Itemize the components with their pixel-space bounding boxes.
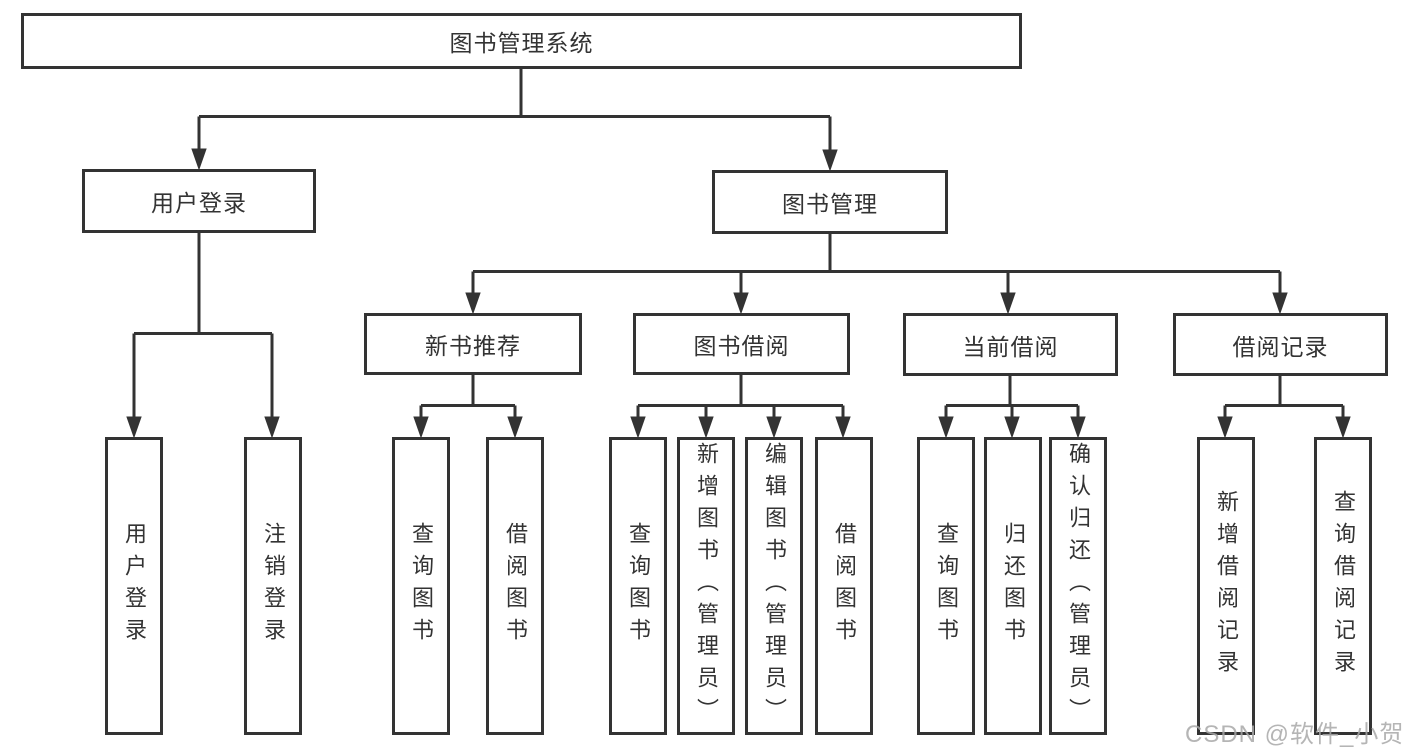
connector-user-login-children	[126, 233, 280, 439]
node-label: 归还图书	[1001, 522, 1026, 650]
connector-book-mgmt-children	[465, 234, 1288, 315]
connector-new-book-rec-children	[413, 375, 523, 439]
node-library-management-system: 图书管理系统	[21, 13, 1022, 69]
node-label: 图书管理	[782, 191, 878, 217]
leaf-return-books: 归还图书	[984, 437, 1042, 735]
node-label: 当前借阅	[962, 333, 1059, 360]
leaf-query-books-current: 查询图书	[917, 437, 975, 735]
node-label: 新书推荐	[425, 333, 521, 359]
node-label: 编辑图书（管理员）	[762, 442, 787, 730]
node-current-borrowing: 当前借阅	[903, 313, 1118, 376]
leaf-query-borrow-record: 查询借阅记录	[1314, 437, 1372, 735]
node-label: 确认归还（管理员）	[1066, 442, 1091, 730]
csdn-watermark: CSDN @软件_小贺同学	[1185, 721, 1405, 747]
leaf-add-books-admin: 新增图书（管理员）	[677, 437, 735, 735]
node-book-management: 图书管理	[712, 170, 948, 234]
connector-root-to-level2	[191, 69, 838, 172]
leaf-confirm-return-admin: 确认归还（管理员）	[1049, 437, 1107, 735]
node-label: 借阅记录	[1232, 333, 1329, 360]
node-label: 查询图书	[409, 522, 434, 650]
leaf-logout: 注销登录	[244, 437, 302, 735]
connector-borrow-records-children	[1217, 376, 1351, 439]
node-label: 图书管理系统	[449, 30, 594, 56]
node-label: 借阅图书	[503, 522, 528, 650]
node-label: 注销登录	[261, 522, 286, 650]
node-borrowing-records: 借阅记录	[1173, 313, 1388, 376]
connector-current-borrow-children	[938, 376, 1086, 439]
leaf-borrow-books-newrec: 借阅图书	[486, 437, 544, 735]
leaf-add-borrow-record: 新增借阅记录	[1197, 437, 1255, 735]
node-label: 用户登录	[151, 190, 247, 216]
leaf-borrow-books-borrow: 借阅图书	[815, 437, 873, 735]
leaf-user-login: 用户登录	[105, 437, 163, 735]
node-label: 借阅图书	[832, 522, 857, 650]
leaf-query-books-borrow: 查询图书	[609, 437, 667, 735]
connector-book-borrow-children	[630, 375, 851, 439]
node-book-borrowing: 图书借阅	[633, 313, 850, 375]
node-label: 图书借阅	[693, 333, 790, 359]
node-label: 用户登录	[122, 522, 147, 650]
leaf-query-books-newrec: 查询图书	[392, 437, 450, 735]
node-label: 查询借阅记录	[1331, 490, 1356, 682]
node-label: 查询图书	[626, 522, 651, 650]
node-label: 新增借阅记录	[1214, 490, 1239, 682]
node-label: 查询图书	[934, 522, 959, 650]
node-label: 新增图书（管理员）	[694, 442, 719, 730]
node-new-book-recommendation: 新书推荐	[364, 313, 582, 375]
leaf-edit-books-admin: 编辑图书（管理员）	[745, 437, 803, 735]
node-user-login: 用户登录	[82, 169, 316, 233]
